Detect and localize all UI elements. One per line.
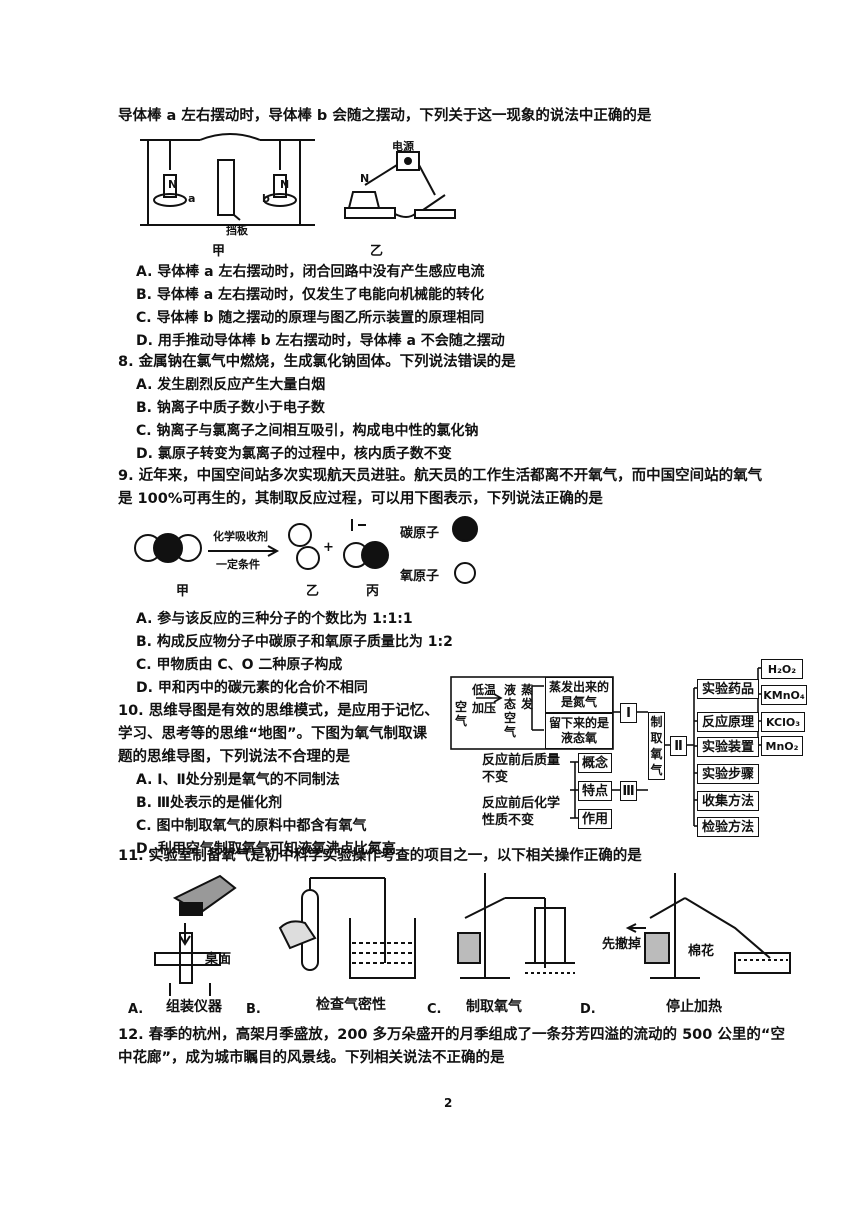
q11-figure-d <box>625 873 791 979</box>
mindmap-item-apparatus: 实验装置 <box>697 737 759 757</box>
q9-option-c: C. 甲物质由 C、O 二种原子构成 <box>136 657 343 673</box>
mindmap-item-steps: 实验步骤 <box>697 764 759 784</box>
q8-option-d: D. 氯原子转变为氯离子的过程中，核内质子数不变 <box>136 446 452 462</box>
q9-option-d: D. 甲和丙中的碳元素的化合价不相同 <box>136 680 368 696</box>
q7-label-n-left: N <box>168 178 178 191</box>
q11-label-d: D. <box>580 1002 596 1017</box>
q7-option-c: C. 导体棒 b 随之摆动的原理与图乙所示装置的原理相同 <box>136 310 485 326</box>
q7-option-b: B. 导体棒 a 左右摆动时，仅发生了电能向机械能的转化 <box>136 287 485 303</box>
q7-stem-tail: 导体棒 a 左右摆动时，导体棒 b 会随之摆动，下列关于这一现象的说法中正确的是 <box>118 108 652 124</box>
q9-legend-oxygen: 氧原子 <box>400 569 440 584</box>
q7-option-d: D. 用手推动导体棒 b 左右摆动时，导体棒 a 不会随之摆动 <box>136 333 505 349</box>
mindmap-pressurize: 加压 <box>472 701 497 715</box>
q11-figure-c <box>457 873 575 979</box>
q11-text-d: 停止加热 <box>666 999 722 1015</box>
q7-label-dangban: 挡板 <box>226 224 248 237</box>
q12-stem-line1: 12. 春季的杭州，高架月季盛放，200 多万朵盛开的月季组成了一条芬芳四溢的流… <box>118 1027 785 1043</box>
q7-option-a: A. 导体棒 a 左右摆动时，闭合回路中没有产生感应电流 <box>136 264 485 280</box>
q10-option-b: B. Ⅲ处表示的是催化剂 <box>136 795 283 811</box>
mindmap-roman-3: Ⅲ <box>620 781 637 801</box>
mindmap-roman-1: Ⅰ <box>620 703 637 723</box>
mindmap-chem-kmno4: KMnO₄ <box>761 685 807 705</box>
q7-label-a: a <box>188 192 196 205</box>
mindmap-item-collection: 收集方法 <box>697 791 759 811</box>
mindmap-air: 空气 <box>455 700 468 728</box>
q11-text-c: 制取氧气 <box>466 999 522 1015</box>
q9-arrow-top-text: 化学吸收剂 <box>213 530 268 543</box>
q11-figure-b <box>278 877 416 979</box>
q11-label-desk: 桌面 <box>205 952 232 967</box>
q8-option-b: B. 钠离子中质子数小于电子数 <box>136 400 325 416</box>
q9-label-bing: 丙 <box>366 584 380 599</box>
mindmap-out-n2: 蒸发出来的是氮气 <box>545 677 613 713</box>
mindmap-item-test: 检验方法 <box>697 817 759 837</box>
q7-label-n-yi: N <box>360 172 370 185</box>
q7-label-n-right: N <box>280 178 290 191</box>
q9-reaction-diagram <box>134 519 389 570</box>
mindmap-item-principle: 反应原理 <box>697 712 759 732</box>
mindmap-chem-prop-unchanged: 反应前后化学性质不变 <box>482 796 561 828</box>
q10-option-a: A. Ⅰ、Ⅱ处分别是氧气的不同制法 <box>136 772 340 788</box>
q11-figure-a <box>154 874 237 996</box>
q9-option-b: B. 构成反应物分子中碳原子和氧原子质量比为 1:2 <box>136 634 453 650</box>
q9-label-yi: 乙 <box>306 584 320 599</box>
q11-text-b: 检查气密性 <box>316 997 386 1013</box>
mindmap-center: 制取氧气 <box>648 712 665 780</box>
q12-stem-line2: 中花廊”，成为城市瞩目的风景线。下列相关说法不正确的是 <box>118 1050 505 1066</box>
page-number: 2 <box>444 1096 453 1110</box>
q9-legend-marks <box>452 516 478 584</box>
mindmap-feature: 特点 <box>578 781 612 801</box>
q7-figure-yi <box>344 151 456 219</box>
q9-arrow-bottom-text: 一定条件 <box>216 558 260 571</box>
q7-label-b: b <box>262 192 270 205</box>
q9-stem-line1: 9. 近年来，中国空间站多次实现航天员进驻。航天员的工作生活都离不开氧气，而中国… <box>118 468 763 484</box>
q9-label-jia: 甲 <box>176 584 190 599</box>
mindmap-item-chemicals: 实验药品 <box>697 679 759 699</box>
q10-stem-line3: 题的思维导图，下列说法不合理的是 <box>118 749 350 765</box>
q9-stem-line2: 是 100%可再生的，其制取反应过程，可以用下图表示，下列说法正确的是 <box>118 491 603 507</box>
mindmap-low-temp: 低温 <box>472 683 497 697</box>
q11-text-a: 组装仪器 <box>166 999 222 1015</box>
q8-option-a: A. 发生剧烈反应产生大量白烟 <box>136 377 326 393</box>
q11-label-b: B. <box>246 1002 261 1017</box>
mindmap-liquid-air: 液态空气 <box>504 683 517 739</box>
q10-stem-line1: 10. 思维导图是有效的思维模式，是应用于记忆、 <box>118 703 439 719</box>
mindmap-chem-mno2: MnO₂ <box>761 736 803 756</box>
q9-legend-carbon: 碳原子 <box>400 526 440 541</box>
mindmap-concept: 概念 <box>578 753 612 773</box>
q11-label-c: C. <box>427 1002 442 1017</box>
mindmap-chem-kclo3: KClO₃ <box>761 712 805 732</box>
q10-stem-line2: 学习、思考等的思维“地图”。下图为氧气制取课 <box>118 726 428 742</box>
mindmap-role: 作用 <box>578 809 612 829</box>
q7-label-yi: 乙 <box>370 244 384 259</box>
mindmap-mass-unchanged: 反应前后质量不变 <box>482 753 561 785</box>
mindmap-evaporate: 蒸发 <box>521 683 534 711</box>
q9-option-a: A. 参与该反应的三种分子的个数比为 1:1:1 <box>136 611 413 627</box>
mindmap-chem-h2o2: H₂O₂ <box>761 659 803 679</box>
q10-option-d: D. 利用空气制取氧气可知液氧沸点比氮高 <box>136 841 396 857</box>
q11-label-a: A. <box>128 1002 144 1017</box>
q11-stem: 11. 实验室制备氧气是初中科学实验操作考查的项目之一，以下相关操作正确的是 <box>118 848 642 864</box>
q8-option-c: C. 钠离子与氯离子之间相互吸引，构成电中性的氯化钠 <box>136 423 479 439</box>
q7-figure-jia <box>140 133 315 226</box>
q7-label-dianyuan: 电源 <box>392 140 414 153</box>
q9-plus: + <box>323 540 334 555</box>
q8-stem: 8. 金属钠在氯气中燃烧，生成氯化钠固体。下列说法错误的是 <box>118 354 516 370</box>
mindmap-left-o2: 留下来的是液态氧 <box>545 713 613 749</box>
mindmap-roman-2: Ⅱ <box>670 736 687 756</box>
q7-label-jia: 甲 <box>212 244 226 259</box>
q11-label-cotton: 棉花 <box>688 944 715 959</box>
q11-label-remove-first: 先撤掉 <box>602 937 642 952</box>
q10-option-c: C. 图中制取氧气的原料中都含有氧气 <box>136 818 367 834</box>
